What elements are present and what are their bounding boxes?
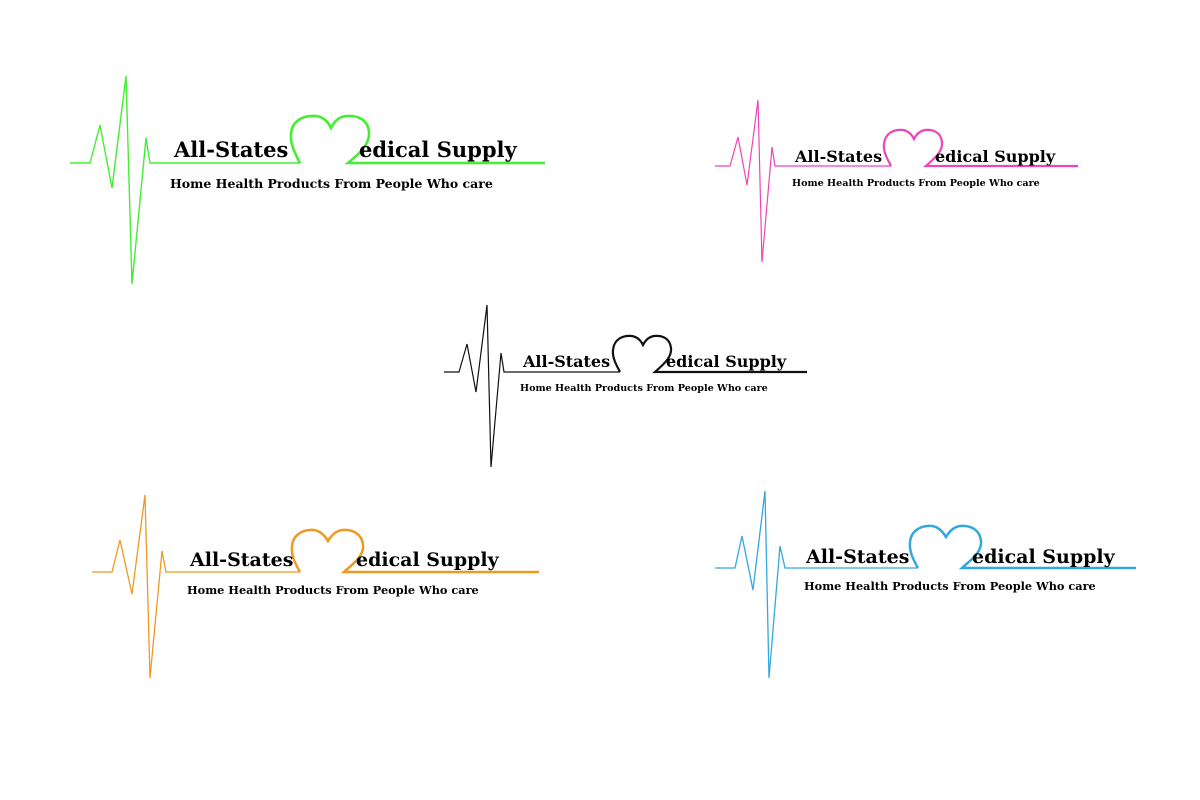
logo-variant-pink: All-States edical Supply Home Health Pro… bbox=[715, 95, 1085, 265]
logo-variant-black: All-States edical Supply Home Health Pro… bbox=[444, 300, 814, 470]
logo-name-part2: edical Supply bbox=[666, 352, 787, 371]
heartbeat-line bbox=[70, 75, 300, 285]
heart-icon bbox=[611, 334, 807, 374]
heart-icon bbox=[289, 114, 545, 165]
logo-mark: All-States edical Supply Home Health Pro… bbox=[444, 304, 807, 468]
logo-variant-blue: All-States edical Supply Home Health Pro… bbox=[715, 488, 1140, 683]
heart-icon bbox=[290, 528, 539, 574]
logo-name-part1: All-States bbox=[173, 137, 288, 162]
logo-name-part1: All-States bbox=[794, 147, 882, 166]
logo-name-part1: All-States bbox=[805, 546, 909, 568]
logo-name-part2: edical Supply bbox=[935, 147, 1056, 166]
heartbeat-line bbox=[715, 99, 891, 263]
logo-mark: All-States edical Supply Home Health Pro… bbox=[70, 75, 545, 285]
logo-name-part2: edical Supply bbox=[359, 137, 517, 162]
logo-mark: All-States edical Supply Home Health Pro… bbox=[92, 494, 539, 679]
logo-variant-orange: All-States edical Supply Home Health Pro… bbox=[92, 490, 542, 685]
logo-tagline: Home Health Products From People Who car… bbox=[170, 176, 493, 191]
logo-tagline: Home Health Products From People Who car… bbox=[792, 178, 1040, 189]
logo-variant-green: All-States edical Supply Home Health Pro… bbox=[70, 70, 550, 290]
logo-name-part2: edical Supply bbox=[972, 546, 1116, 568]
logo-name-part1: All-States bbox=[189, 549, 293, 571]
logo-name-part2: edical Supply bbox=[356, 549, 500, 571]
heartbeat-line bbox=[92, 494, 300, 679]
logo-tagline: Home Health Products From People Who car… bbox=[520, 383, 768, 394]
heartbeat-line bbox=[715, 490, 918, 679]
logo-name-part1: All-States bbox=[522, 352, 610, 371]
logo-mark: All-States edical Supply Home Health Pro… bbox=[715, 490, 1136, 679]
heart-icon bbox=[908, 524, 1136, 570]
logo-mark: All-States edical Supply Home Health Pro… bbox=[715, 99, 1078, 263]
logo-tagline: Home Health Products From People Who car… bbox=[187, 583, 479, 597]
heartbeat-line bbox=[444, 304, 620, 468]
heart-icon bbox=[882, 128, 1078, 168]
logo-tagline: Home Health Products From People Who car… bbox=[804, 579, 1096, 593]
